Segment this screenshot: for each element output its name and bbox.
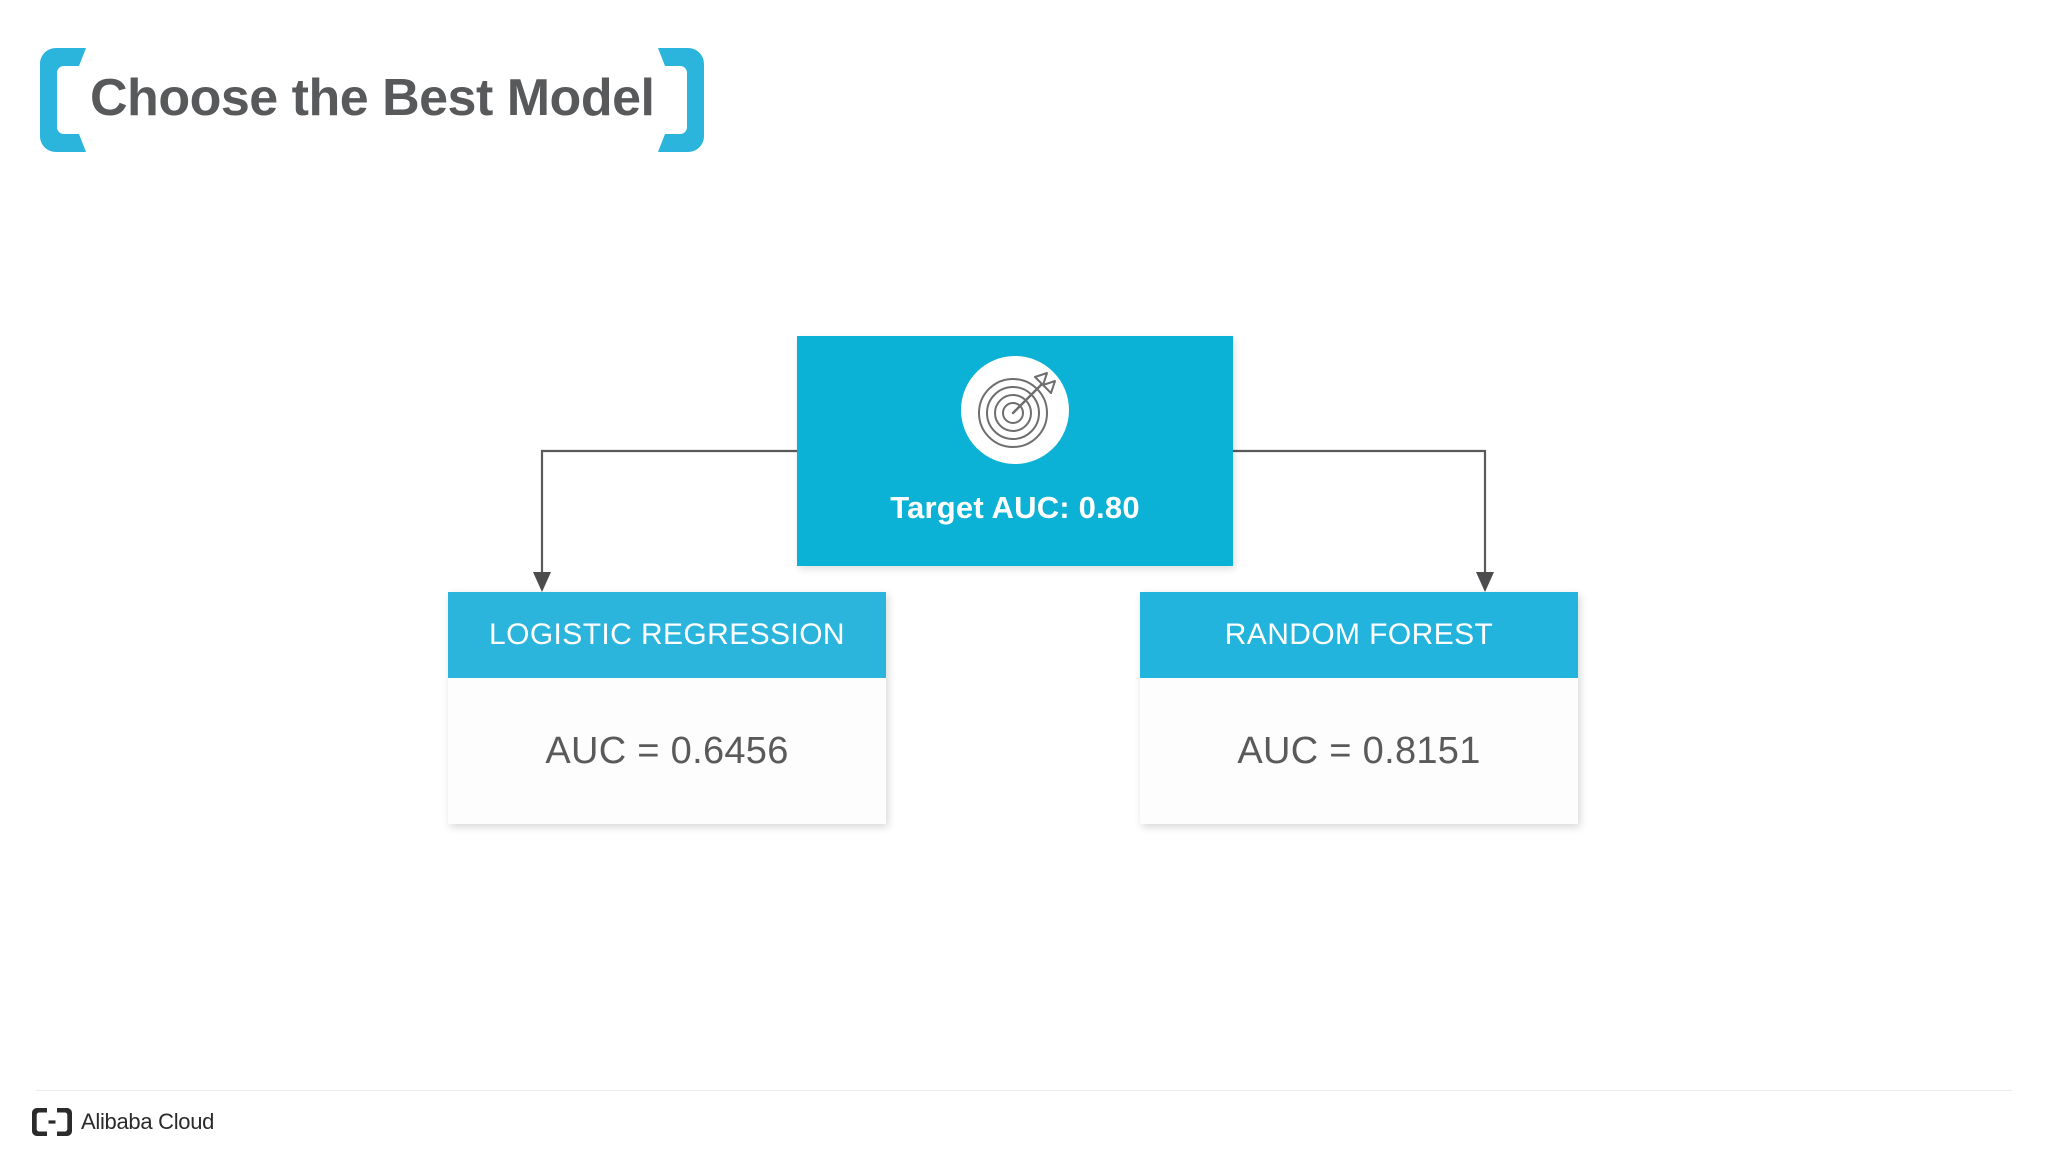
title-block: Choose the Best Model [40,48,705,152]
model-card-logistic-regression[interactable]: LOGISTIC REGRESSION AUC = 0.6456 [448,592,886,824]
center-node-target-auc[interactable]: Target AUC: 0.80 [797,336,1233,566]
model-card-body: AUC = 0.6456 [448,678,886,824]
model-card-random-forest[interactable]: RANDOM FOREST AUC = 0.8151 [1140,592,1578,824]
model-card-header: LOGISTIC REGRESSION [448,592,886,678]
model-auc-value: AUC = 0.6456 [545,729,789,772]
footer-logo: Alibaba Cloud [32,1108,214,1136]
model-name-label: RANDOM FOREST [1224,618,1494,651]
center-node-label: Target AUC: 0.80 [890,490,1140,525]
model-auc-value: AUC = 0.8151 [1237,729,1481,772]
alibaba-cloud-logo-icon [32,1108,72,1136]
model-card-body: AUC = 0.8151 [1140,678,1578,824]
page-title: Choose the Best Model [90,69,655,127]
target-bullseye-arrow-icon [961,356,1069,464]
footer-logo-text: Alibaba Cloud [81,1109,215,1134]
model-name-label: LOGISTIC REGRESSION [489,618,845,651]
model-card-header: RANDOM FOREST [1140,592,1578,678]
footer-divider [36,1090,2012,1091]
left-bracket-decoration-icon [40,48,86,152]
right-bracket-decoration-icon [658,48,705,152]
